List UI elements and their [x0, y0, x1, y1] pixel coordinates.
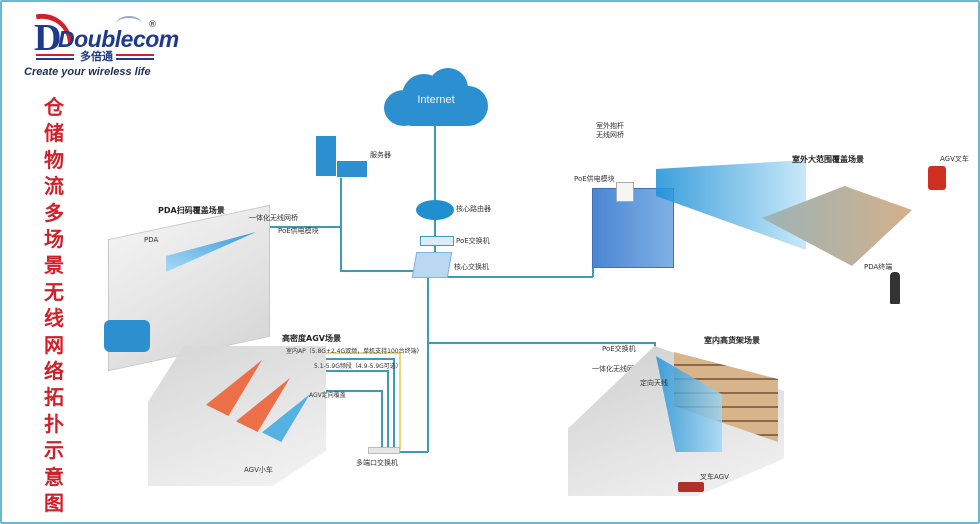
internet-cloud: Internet	[384, 68, 488, 126]
office-building	[592, 188, 674, 268]
agv-switch-icon	[368, 447, 400, 454]
brand-chinese-name: 多倍通	[78, 48, 115, 64]
agv-warehouse-scene	[148, 346, 326, 486]
indoor-label-bridge: 一体化无线网桥	[592, 365, 641, 373]
registered-mark: ®	[148, 20, 157, 30]
cloud-label: Internet	[417, 94, 455, 106]
link-core-agv	[392, 451, 428, 453]
indoor-agv-icon	[678, 482, 704, 492]
title-char: 景	[44, 253, 64, 278]
pda-scene-title: PDA扫码覆盖场景	[158, 206, 225, 215]
indoor-label-antenna: 定向天线	[640, 379, 668, 387]
agv-feed-3-v	[387, 370, 389, 450]
link-core-indoor	[427, 342, 655, 344]
agv-feed-3	[280, 370, 388, 372]
agv-label-switch: 多端口交换机	[356, 459, 398, 467]
indoor-scene-title: 室内高货架场景	[704, 336, 760, 345]
office-label-bridge: 室外抱杆无线网桥	[596, 122, 624, 139]
agv-feed-4	[306, 390, 382, 392]
poe-switch-icon	[420, 236, 454, 246]
core-switch-icon	[411, 252, 453, 278]
poe-switch-label: PoE交换机	[456, 237, 490, 245]
title-char: 无	[44, 279, 64, 304]
outdoor-scene-title: 室外大范围覆盖场景	[792, 155, 864, 164]
server-label: 服务器	[370, 151, 391, 159]
title-char: 物	[44, 147, 64, 172]
agv-feed-1-v	[399, 352, 401, 450]
pda-label-poe: PoE供电模块	[278, 227, 319, 235]
title-char: 意	[44, 464, 64, 489]
title-char: 场	[44, 227, 64, 252]
link-pda-drop	[340, 226, 342, 271]
title-char: 流	[44, 174, 64, 199]
link-core-down	[427, 276, 429, 452]
outdoor-label-forklift: AGV叉车	[940, 155, 969, 163]
title-char: 网	[44, 332, 64, 357]
bridge-device-icon	[616, 182, 634, 202]
title-char: 拓	[44, 385, 64, 410]
title-char: 线	[44, 306, 64, 331]
brand-name-text: Doublecom	[58, 26, 179, 52]
core-switch-label: 核心交换机	[454, 263, 489, 271]
outdoor-label-pda: PDA终端	[864, 263, 893, 271]
link-core-pda	[340, 270, 418, 272]
agv-label-directional: AGV定向覆盖	[309, 392, 346, 399]
agv-label-ap: 室内AP（5.8G+2.4G双频，单机支持100台终端）	[286, 348, 423, 355]
brand-name: Doublecom	[58, 26, 179, 53]
server-panel-icon	[336, 160, 368, 178]
agv-feed-2-v	[393, 358, 395, 450]
link-pda-ap	[270, 226, 341, 228]
link-core-office	[440, 276, 593, 278]
router-icon	[416, 200, 454, 220]
title-char: 络	[44, 359, 64, 384]
title-char: 示	[44, 438, 64, 463]
office-label-poe: PoE供电模块	[574, 175, 615, 183]
agv-forklift-icon	[928, 166, 946, 190]
title-char: 多	[44, 200, 64, 225]
agv-truck-icon	[104, 320, 150, 352]
router-label: 核心路由器	[456, 205, 491, 213]
agv-scene-title: 高密度AGV场景	[282, 334, 341, 343]
diagram-title: 仓储物流多场景无线网络拓扑示意图	[42, 94, 66, 517]
pda-label-bridge: 一体化无线网桥	[249, 214, 298, 222]
indoor-label-agv: 叉车AGV	[700, 473, 729, 481]
logo-stripes	[36, 54, 154, 61]
pda-label-pda: PDA	[144, 236, 159, 244]
title-char: 仓	[44, 95, 64, 119]
title-char: 图	[44, 491, 64, 516]
brand-slogan: Create your wireless life	[24, 66, 151, 78]
agv-label-band: 5.1-5.9G频段（4.9-5.9G可选）	[314, 363, 402, 370]
wireless-waves-icon	[116, 16, 142, 32]
title-char: 扑	[44, 411, 64, 436]
server-icon	[316, 136, 336, 176]
title-char: 储	[44, 121, 64, 146]
agv-label-robot: AGV小车	[244, 466, 273, 474]
logo-d-glyph: D	[34, 17, 62, 59]
worker-icon	[890, 272, 900, 304]
link-cloud-router	[434, 126, 436, 200]
indoor-label-poe: PoE交换机	[602, 345, 636, 353]
agv-feed-4-v	[381, 390, 383, 450]
link-server	[340, 164, 342, 227]
